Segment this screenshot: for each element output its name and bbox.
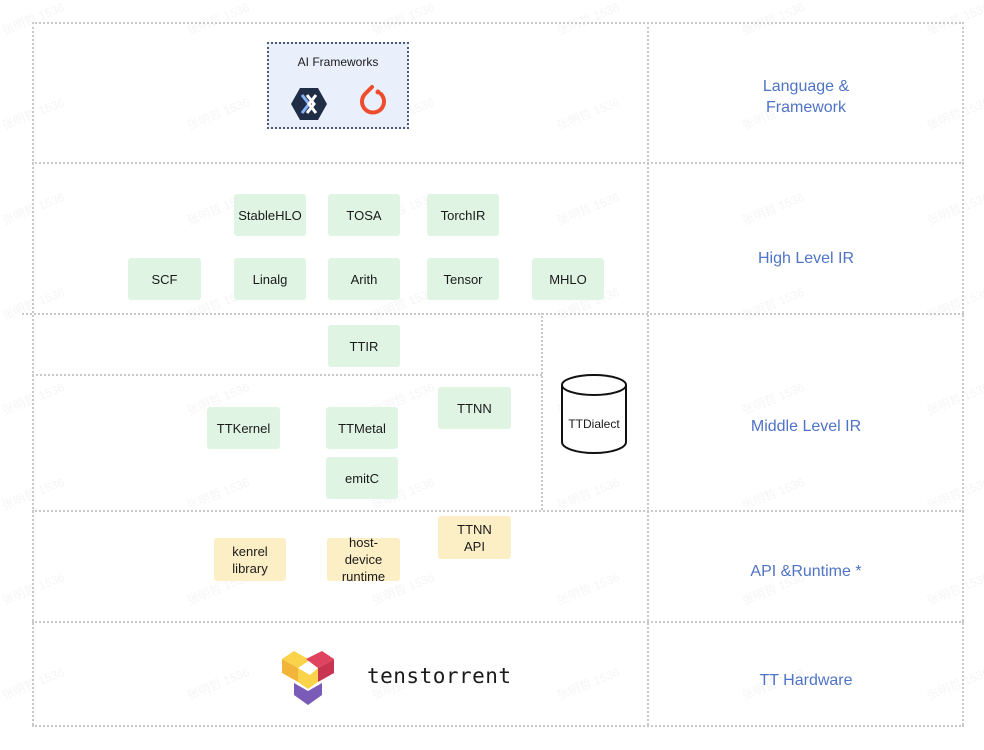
grid-line-mid	[541, 313, 543, 510]
watermark-text: 张明哲 1536	[739, 473, 807, 513]
ir-box-mhlo: MHLO	[532, 258, 604, 300]
ir-box-torchir: TorchIR	[427, 194, 499, 236]
layer-label-high-level-ir: High Level IR	[757, 250, 855, 267]
watermark-text: 张明哲 1536	[924, 188, 984, 228]
watermark-text: 张明哲 1536	[184, 93, 252, 133]
ir-box-linalg: Linalg	[234, 258, 306, 300]
grid-line-ttir	[32, 374, 542, 376]
watermark-text: 张明哲 1536	[739, 0, 807, 39]
watermark-text: 张明哲 1536	[739, 188, 807, 228]
watermark-text: 张明哲 1536	[369, 0, 437, 39]
ai-frameworks-box: AI Frameworks	[267, 42, 409, 129]
pytorch-icon	[360, 85, 386, 115]
tenstorrent-logo-icon	[282, 651, 334, 705]
watermark-text: 张明哲 1536	[924, 378, 984, 418]
watermark-text: 张明哲 1536	[554, 0, 622, 39]
grid-line-3	[32, 510, 964, 512]
watermark-text: 张明哲 1536	[554, 473, 622, 513]
ir-box-stablehlo: StableHLO	[234, 194, 306, 236]
grid-line-divider	[647, 22, 649, 725]
layer-label-api-runtime: API &Runtime *	[750, 563, 862, 580]
ttdialect-cylinder-icon	[561, 374, 627, 454]
watermark-text: 张明哲 1536	[554, 568, 622, 608]
ttdialect-label: TTDialect	[568, 416, 620, 431]
ir-box-ttnn: TTNN	[438, 387, 511, 429]
grid-line-1	[32, 162, 964, 164]
grid-line-right	[962, 22, 964, 725]
watermark-text: 张明哲 1536	[924, 283, 984, 323]
host-device-runtime-box: host-device runtime	[327, 535, 400, 584]
layer-label-middle-level-ir: Middle Level IR	[750, 418, 862, 435]
watermark-text: 张明哲 1536	[554, 663, 622, 703]
ir-box-ttkernel: TTKernel	[207, 407, 280, 449]
watermark-text: 张明哲 1536	[739, 283, 807, 323]
grid-line-left	[32, 22, 34, 725]
ir-box-tosa: TOSA	[328, 194, 400, 236]
ir-box-scf: SCF	[128, 258, 201, 300]
ir-box-ttmetal: TTMetal	[326, 407, 398, 449]
watermark-text: 张明哲 1536	[739, 378, 807, 418]
watermark-text: 张明哲 1536	[184, 473, 252, 513]
ttnn-api-box: TTNN API	[438, 516, 511, 559]
grid-line-top	[32, 22, 964, 24]
watermark-text: 张明哲 1536	[554, 188, 622, 228]
tenstorrent-wordmark: tenstorrent	[367, 664, 512, 688]
layer-label-tt-hardware: TT Hardware	[759, 672, 853, 689]
kernel-library-box: kenrel library	[214, 538, 286, 581]
watermark-text: 张明哲 1536	[184, 663, 252, 703]
watermark-text: 张明哲 1536	[924, 473, 984, 513]
ir-box-arith: Arith	[328, 258, 400, 300]
ir-box-tensor: Tensor	[427, 258, 499, 300]
ai-frameworks-title: AI Frameworks	[297, 55, 379, 69]
grid-line-4	[32, 621, 964, 623]
layer-label-language-framework: Language & Framework	[762, 78, 850, 116]
grid-line-bottom	[32, 725, 964, 727]
watermark-text: 张明哲 1536	[924, 0, 984, 39]
ir-box-emitc: emitC	[326, 457, 398, 499]
watermark-text: 张明哲 1536	[554, 93, 622, 133]
jax-icon	[291, 88, 327, 120]
grid-line-2	[22, 313, 964, 315]
ir-box-ttir: TTIR	[328, 325, 400, 367]
watermark-text: 张明哲 1536	[184, 0, 252, 39]
